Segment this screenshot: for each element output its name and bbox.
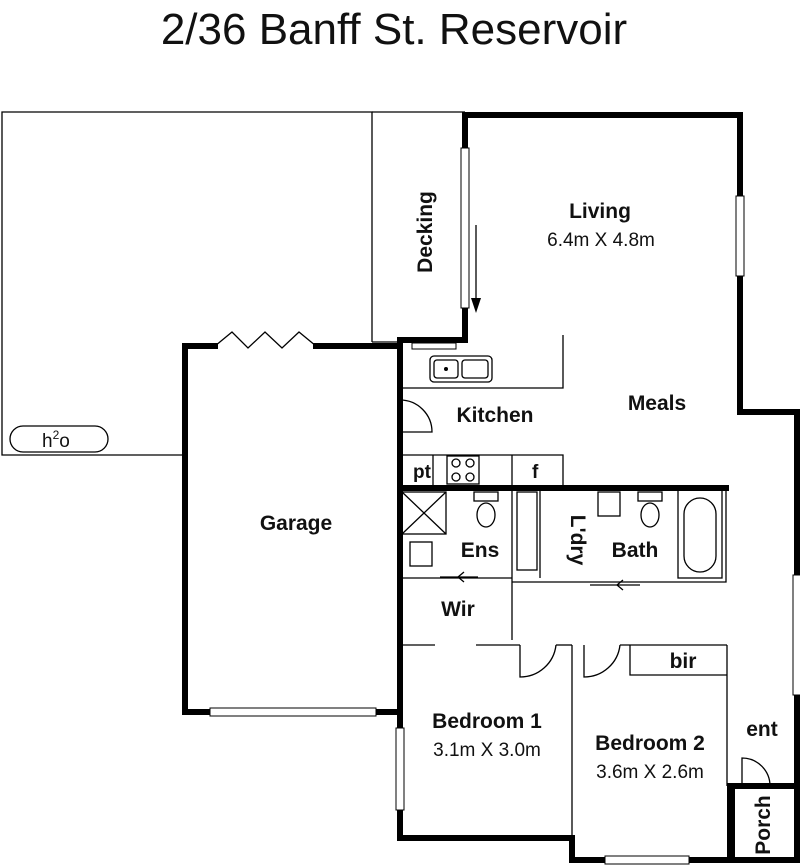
wir-label: Wir — [441, 598, 475, 621]
bir-label: bir — [670, 650, 697, 673]
water-tank-label: h — [42, 431, 53, 452]
bedroom2-label: Bedroom 2 — [595, 732, 705, 755]
water-tank-label-tail: o — [59, 431, 70, 452]
ensuite-walls — [400, 488, 513, 579]
fridge-label: f — [532, 462, 539, 483]
garage-label: Garage — [260, 512, 332, 535]
laundry-label: L'dry — [566, 515, 589, 566]
outdoor-area — [1, 111, 465, 456]
bedroom1-dimensions: 3.1m X 3.0m — [433, 740, 541, 761]
plan-title: 2/36 Banff St. Reservoir — [161, 5, 627, 54]
bathtub-icon — [677, 489, 723, 579]
living-label: Living — [569, 200, 631, 223]
wir-walls — [400, 578, 520, 646]
svg-text:h2o: h2o — [42, 428, 70, 452]
bedroom2-dimensions: 3.6m X 2.6m — [596, 762, 704, 783]
bath-basin-icon — [597, 491, 621, 517]
entry-door — [741, 757, 771, 787]
bath-label: Bath — [612, 539, 659, 562]
cooktop-icon — [446, 455, 480, 485]
shower-icon — [401, 491, 447, 535]
bath-toilet-icon — [637, 491, 663, 528]
water-tank: h2o — [9, 425, 109, 453]
bath-door-arrow — [590, 579, 640, 591]
ensuite-door-arrow — [440, 571, 478, 583]
ensuite-label: Ens — [461, 539, 500, 562]
living-dimensions: 6.4m X 4.8m — [547, 230, 655, 251]
kitchen-bench — [403, 335, 564, 389]
porch — [729, 783, 800, 863]
lower-bench — [397, 454, 729, 491]
bifold-door — [214, 331, 317, 349]
bedroom-walls — [556, 644, 728, 838]
ensuite-basin-icon — [409, 541, 433, 567]
pantry-label: pt — [413, 462, 432, 483]
sink-icon — [429, 355, 493, 383]
ensuite-toilet-icon — [473, 491, 499, 528]
water-tank-superscript: 2 — [53, 428, 60, 442]
sliding-door-arrow — [471, 225, 481, 313]
bedroom2-door — [583, 644, 621, 678]
bedroom1-door — [519, 644, 557, 678]
kitchen-label: Kitchen — [456, 404, 533, 427]
decking-label: Decking — [414, 191, 437, 273]
laundry-walls — [516, 488, 541, 578]
bathroom-walls — [512, 488, 727, 583]
entry-label: ent — [746, 718, 778, 741]
meals-label: Meals — [628, 392, 686, 415]
porch-label: Porch — [752, 795, 775, 855]
kitchen-door — [399, 399, 433, 433]
bedroom1-label: Bedroom 1 — [432, 710, 542, 733]
windows — [209, 147, 800, 865]
